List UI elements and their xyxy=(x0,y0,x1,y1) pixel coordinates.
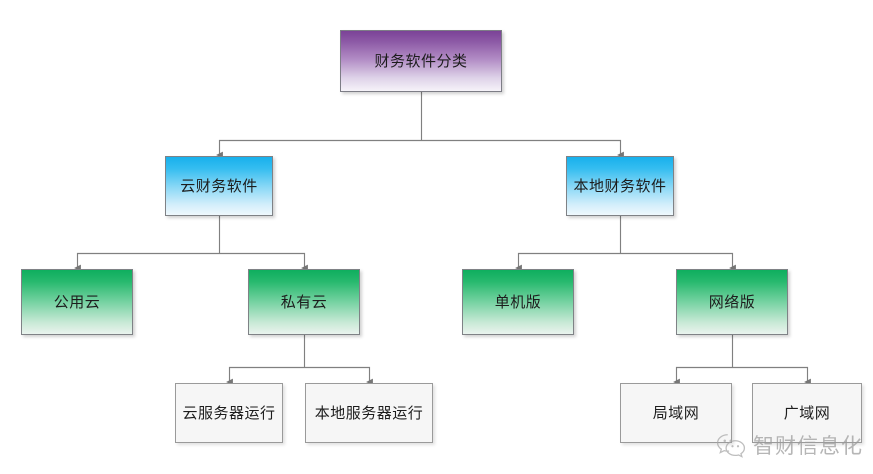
node-label: 私有云 xyxy=(280,293,328,311)
node-cloud[interactable]: 云财务软件 xyxy=(165,156,273,216)
node-label: 云财务软件 xyxy=(180,177,258,195)
node-standalone[interactable]: 单机版 xyxy=(462,269,574,335)
connector-root-to-local xyxy=(421,139,624,159)
connector-cloud-to-publiccloud xyxy=(74,252,220,272)
connector-root-to-cloud xyxy=(216,139,422,159)
node-publiccloud[interactable]: 公用云 xyxy=(21,269,133,335)
node-network[interactable]: 网络版 xyxy=(676,269,788,335)
node-label: 局域网 xyxy=(652,404,700,422)
node-root[interactable]: 财务软件分类 xyxy=(340,30,502,92)
node-label: 网络版 xyxy=(708,293,756,311)
node-label: 单机版 xyxy=(494,293,542,311)
node-label: 云服务器运行 xyxy=(182,404,276,422)
node-local[interactable]: 本地财务软件 xyxy=(566,156,674,216)
connector-network-to-wan xyxy=(732,366,811,386)
node-label: 广域网 xyxy=(783,404,831,422)
node-lan[interactable]: 局域网 xyxy=(620,383,732,443)
connector-network-to-lan xyxy=(673,366,733,386)
node-cloudserver[interactable]: 云服务器运行 xyxy=(175,383,283,443)
connector-local-to-network xyxy=(620,252,736,272)
node-wan[interactable]: 广域网 xyxy=(752,383,862,443)
node-label: 财务软件分类 xyxy=(374,52,468,70)
node-localserver[interactable]: 本地服务器运行 xyxy=(305,383,433,443)
node-label: 公用云 xyxy=(53,293,101,311)
node-privatecloud[interactable]: 私有云 xyxy=(248,269,360,335)
node-label: 本地财务软件 xyxy=(573,177,667,195)
connector-local-to-standalone xyxy=(515,252,621,272)
connector-privatecloud-to-cloudserver xyxy=(226,366,305,386)
node-label: 本地服务器运行 xyxy=(314,404,424,422)
connector-cloud-to-privatecloud xyxy=(219,252,308,272)
connector-privatecloud-to-localserver xyxy=(304,366,373,386)
